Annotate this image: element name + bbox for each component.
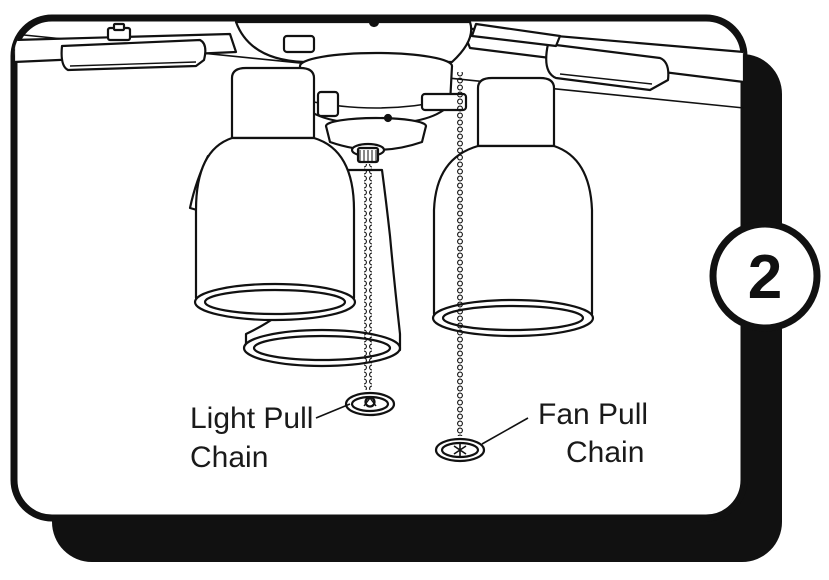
right-shade [431,76,595,338]
right-blade-iron [545,42,670,92]
light-pull-chain [364,164,372,390]
fan-pull-label-line1: Fan Pull [538,398,648,431]
fan-illustration [14,18,744,463]
fan-pull-leader [481,417,529,445]
light-pull-fob [344,391,396,417]
left-arm [316,90,340,118]
light-pull-leader [315,403,351,419]
right-arm [420,92,468,112]
fan-pull-label-line2: Chain [566,436,644,469]
light-pull-label-line1: Light Pull [190,402,313,435]
step-number: 2 [748,243,782,312]
fan-pull-fob [434,437,486,463]
step-badge: 2 [709,220,821,332]
fan-pull-chain [456,72,464,436]
left-shade [193,66,357,322]
light-pull-label-line2: Chain [190,441,268,474]
